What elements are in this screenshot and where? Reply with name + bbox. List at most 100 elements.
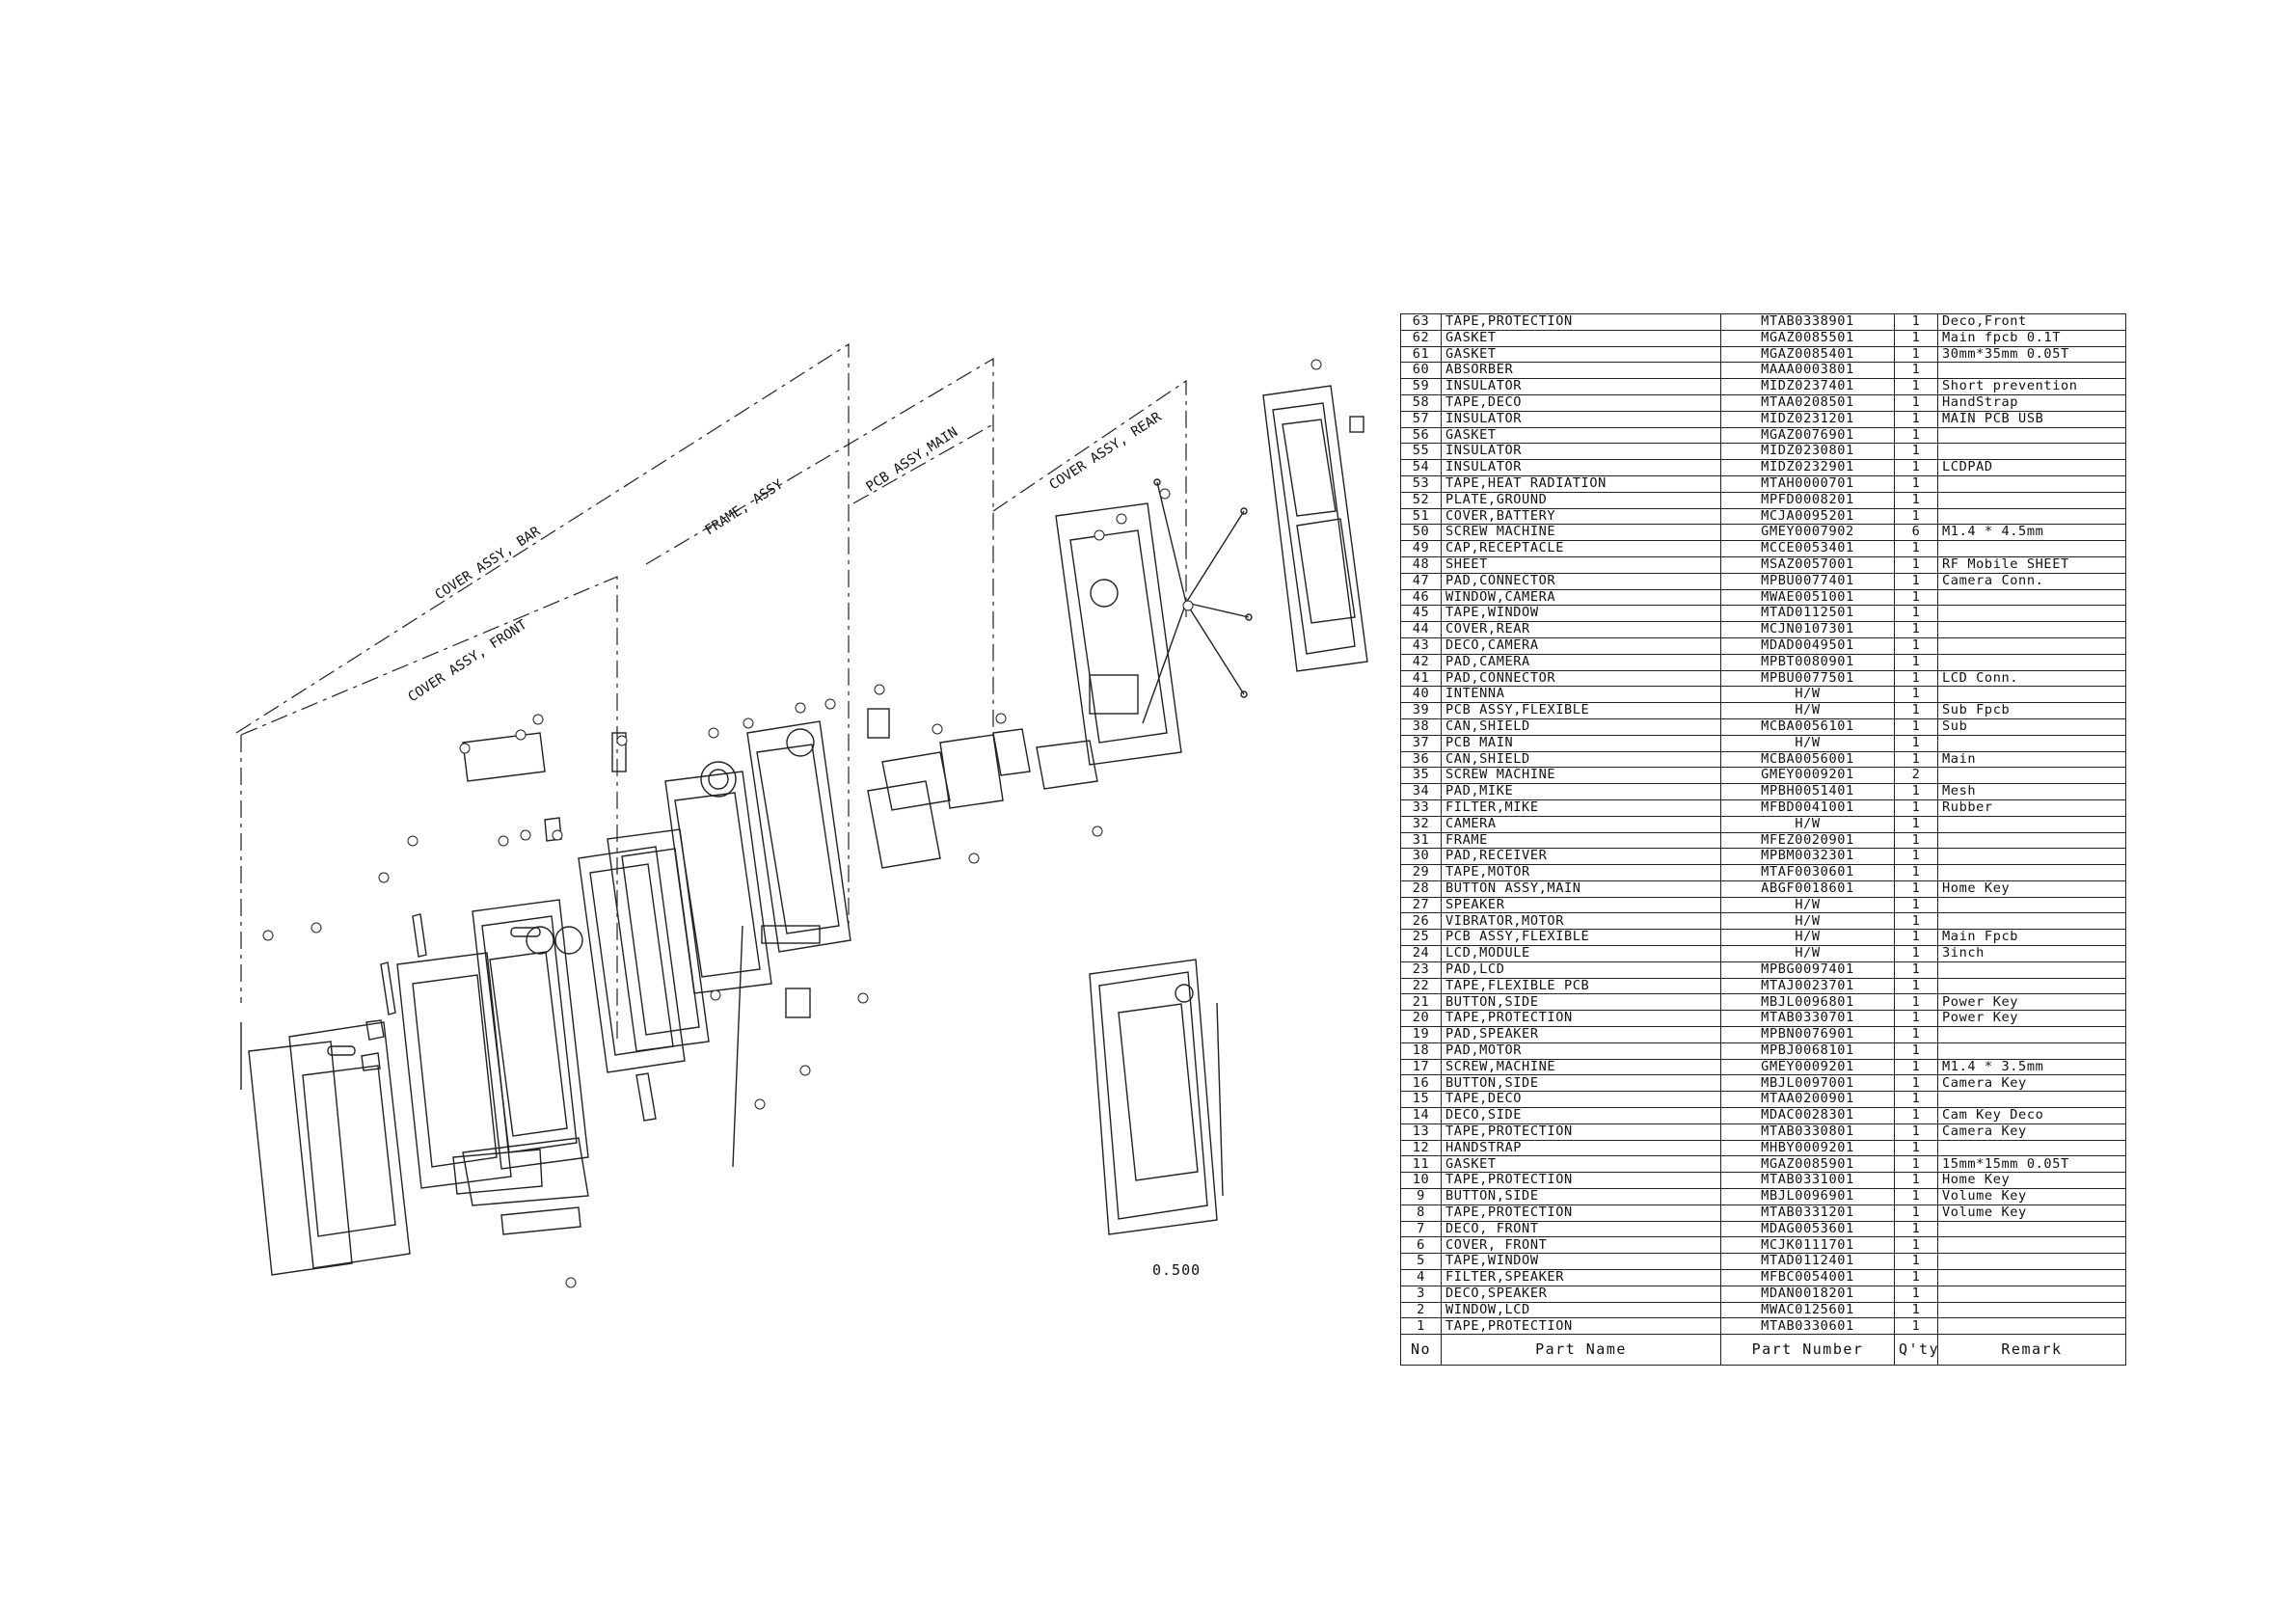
qty-cell: 1	[1894, 669, 1938, 688]
part-number-cell: MTAB0330701	[1720, 1010, 1895, 1028]
part-number-cell: MFBC0054001	[1720, 1269, 1895, 1286]
qty-cell: 1	[1894, 474, 1938, 493]
group-label-pcb-assy-main: PCB ASSY,MAIN	[863, 424, 960, 495]
part-name-cell: GASKET	[1441, 329, 1721, 347]
part-number-cell: MCBA0056001	[1720, 750, 1895, 769]
part-number-cell: MTAD0112501	[1720, 605, 1895, 623]
part-no-cell: 33	[1400, 798, 1442, 817]
group-label-cover-assy-bar: COVER ASSY, BAR	[432, 524, 543, 604]
part-name-cell: WINDOW,LCD	[1441, 1301, 1721, 1319]
part-no-cell: 5	[1400, 1253, 1442, 1271]
remark-cell	[1937, 1026, 2126, 1043]
part-no-cell: 21	[1400, 993, 1442, 1012]
part-no-cell: 45	[1400, 605, 1442, 623]
part-number-cell: MGAZ0085901	[1720, 1155, 1895, 1174]
remark-cell: Rubber	[1937, 798, 2126, 817]
part-name-cell: TAPE,DECO	[1441, 393, 1721, 412]
part-no-cell: 56	[1400, 426, 1442, 445]
part-name-cell: COVER,BATTERY	[1441, 507, 1721, 526]
part-number-cell: MTAB0330801	[1720, 1123, 1895, 1141]
part-no-cell: 13	[1400, 1123, 1442, 1141]
remark-cell	[1937, 864, 2126, 881]
header-qty: Q'ty	[1894, 1334, 1938, 1367]
remark-cell: MAIN PCB USB	[1937, 410, 2126, 428]
part-small-components	[462, 708, 890, 1168]
remark-cell	[1937, 1285, 2126, 1303]
qty-cell: 1	[1894, 329, 1938, 347]
qty-cell: 1	[1894, 880, 1938, 898]
part-name-cell: TAPE,WINDOW	[1441, 605, 1721, 623]
remark-cell	[1937, 1269, 2126, 1286]
part-number-cell: MBJL0097001	[1720, 1074, 1895, 1093]
remark-cell	[1937, 443, 2126, 461]
remark-cell: RF Mobile SHEET	[1937, 555, 2126, 574]
part-number-cell: MPBT0080901	[1720, 653, 1895, 671]
part-no-cell: 37	[1400, 734, 1442, 752]
remark-cell: Main fpcb 0.1T	[1937, 329, 2126, 347]
part-number-cell: MCCE0053401	[1720, 540, 1895, 557]
remark-cell	[1937, 588, 2126, 607]
part-name-cell: TAPE,FLEXIBLE PCB	[1441, 977, 1721, 995]
part-name-cell: CAP,RECEPTACLE	[1441, 540, 1721, 557]
part-no-cell: 63	[1400, 313, 1442, 331]
remark-cell: 15mm*15mm 0.05T	[1937, 1155, 2126, 1174]
part-number-cell: MPBJ0068101	[1720, 1042, 1895, 1060]
qty-cell: 1	[1894, 734, 1938, 752]
part-no-cell: 36	[1400, 750, 1442, 769]
part-name-cell: SPEAKER	[1441, 896, 1721, 914]
part-number-cell: GMEY0009201	[1720, 1058, 1895, 1076]
part-number-cell: MTAA0208501	[1720, 393, 1895, 412]
remark-cell	[1937, 815, 2126, 833]
header-part-name: Part Name	[1441, 1334, 1721, 1367]
part-no-cell: 1	[1400, 1317, 1442, 1336]
part-cover-front	[462, 899, 589, 1206]
part-number-cell: ABGF0018601	[1720, 880, 1895, 898]
part-name-cell: TAPE,DECO	[1441, 1091, 1721, 1109]
remark-cell	[1937, 686, 2126, 704]
remark-cell	[1937, 621, 2126, 638]
qty-cell: 1	[1894, 653, 1938, 671]
part-no-cell: 23	[1400, 961, 1442, 979]
group-label-frame-assy: FRAME, ASSY	[702, 476, 786, 538]
part-no-cell: 57	[1400, 410, 1442, 428]
part-pad-lcd	[607, 828, 710, 1052]
part-no-cell: 58	[1400, 393, 1442, 412]
part-no-cell: 34	[1400, 783, 1442, 800]
part-name-cell: TAPE,PROTECTION	[1441, 313, 1721, 331]
remark-cell: Power Key	[1937, 993, 2126, 1012]
part-no-cell: 61	[1400, 345, 1442, 364]
part-name-cell: DECO,CAMERA	[1441, 636, 1721, 655]
remark-cell	[1937, 1253, 2126, 1271]
remark-cell: Deco,Front	[1937, 313, 2126, 331]
remark-cell	[1937, 605, 2126, 623]
part-cover-rear	[1262, 385, 1368, 672]
qty-cell: 1	[1894, 977, 1938, 995]
part-name-cell: TAPE,WINDOW	[1441, 1253, 1721, 1271]
part-name-cell: PAD,CAMERA	[1441, 653, 1721, 671]
part-name-cell: TAPE,HEAT RADIATION	[1441, 474, 1721, 493]
remark-cell: Home Key	[1937, 1172, 2126, 1190]
part-name-cell: FRAME	[1441, 831, 1721, 850]
qty-cell: 1	[1894, 815, 1938, 833]
part-name-cell: INSULATOR	[1441, 459, 1721, 476]
qty-cell: 1	[1894, 1236, 1938, 1255]
part-no-cell: 55	[1400, 443, 1442, 461]
remark-cell	[1937, 734, 2126, 752]
part-number-cell: MSAZ0057001	[1720, 555, 1895, 574]
remark-cell: Camera Key	[1937, 1074, 2126, 1093]
part-no-cell: 15	[1400, 1091, 1442, 1109]
part-name-cell: TAPE,PROTECTION	[1441, 1204, 1721, 1222]
